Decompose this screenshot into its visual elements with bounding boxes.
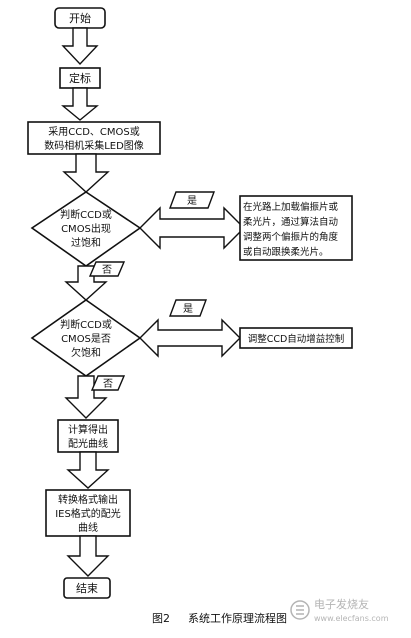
- end-node: 结束: [63, 577, 111, 599]
- calibrate-node: 定标: [59, 67, 101, 89]
- double-arrow-decision2-action2: [139, 318, 241, 358]
- svg-text:欠饱和: 欠饱和: [71, 346, 101, 359]
- svg-text:结束: 结束: [76, 582, 98, 595]
- svg-text:配光曲线: 配光曲线: [68, 437, 108, 450]
- svg-text:计算得出: 计算得出: [68, 423, 108, 436]
- svg-text:数码相机采集LED图像: 数码相机采集LED图像: [44, 139, 144, 152]
- svg-text:CMOS是否: CMOS是否: [61, 333, 111, 345]
- svg-text:否: 否: [103, 378, 113, 390]
- svg-text:在光路上加载偏振片或: 在光路上加载偏振片或: [243, 201, 339, 213]
- svg-text:调整CCD自动增益控制: 调整CCD自动增益控制: [248, 333, 345, 345]
- svg-text:CMOS出现: CMOS出现: [61, 222, 111, 235]
- tag-no-1: 否: [88, 261, 126, 277]
- tag-no-2: 否: [90, 375, 126, 391]
- double-arrow-decision1-action1: [139, 206, 245, 250]
- svg-text:否: 否: [102, 264, 112, 276]
- polarizer-action-node: 在光路上加载偏振片或 柔光片，通过算法自动 调整两个偏振片的角度 或自动跟换柔光…: [239, 195, 353, 261]
- tag-yes-2: 是: [168, 299, 208, 317]
- arrow-start-to-calibrate: [61, 27, 99, 66]
- elecfans-logo-icon: [290, 600, 310, 620]
- svg-text:过饱和: 过饱和: [71, 236, 101, 249]
- svg-text:或自动跟换柔光片。: 或自动跟换柔光片。: [243, 246, 329, 258]
- start-node: 开始: [54, 7, 106, 29]
- svg-text:转换格式输出: 转换格式输出: [58, 493, 118, 506]
- svg-text:系统工作原理流程图: 系统工作原理流程图: [188, 611, 287, 625]
- svg-text:曲线: 曲线: [78, 521, 98, 534]
- svg-text:调整两个偏振片的角度: 调整两个偏振片的角度: [243, 231, 339, 243]
- arrow-compute-to-convert: [66, 451, 110, 489]
- svg-text:IES格式的配光: IES格式的配光: [55, 507, 121, 520]
- compute-curve-node: 计算得出 配光曲线: [57, 419, 119, 453]
- svg-text:柔光片，通过算法自动: 柔光片，通过算法自动: [243, 216, 338, 228]
- svg-text:开始: 开始: [69, 11, 91, 25]
- svg-text:电子发烧友: 电子发烧友: [314, 597, 369, 611]
- svg-text:是: 是: [187, 195, 197, 207]
- arrow-calibrate-to-capture: [61, 87, 99, 121]
- figure-caption: 图2 系统工作原理流程图: [152, 611, 287, 625]
- convert-ies-node: 转换格式输出 IES格式的配光 曲线: [45, 489, 131, 537]
- tag-yes-1: 是: [168, 191, 216, 209]
- gain-control-node: 调整CCD自动增益控制: [239, 327, 353, 349]
- svg-text:是: 是: [183, 303, 193, 315]
- svg-text:判断CCD或: 判断CCD或: [60, 208, 112, 221]
- svg-text:判断CCD或: 判断CCD或: [60, 318, 112, 331]
- decision-oversaturation: 判断CCD或 CMOS出现 过饱和: [30, 191, 142, 267]
- arrow-convert-to-end: [66, 535, 110, 577]
- capture-node: 采用CCD、CMOS或 数码相机采集LED图像: [27, 121, 161, 155]
- svg-text:图2: 图2: [152, 612, 170, 625]
- svg-text:www.elecfans.com: www.elecfans.com: [314, 614, 389, 623]
- svg-text:定标: 定标: [69, 71, 91, 85]
- arrow-capture-to-decision1: [62, 153, 110, 193]
- decision-undersaturation: 判断CCD或 CMOS是否 欠饱和: [30, 299, 142, 377]
- arrow-decision2-to-compute: [64, 375, 108, 419]
- svg-text:采用CCD、CMOS或: 采用CCD、CMOS或: [48, 126, 140, 138]
- watermark: 电子发烧友 www.elecfans.com: [290, 597, 389, 623]
